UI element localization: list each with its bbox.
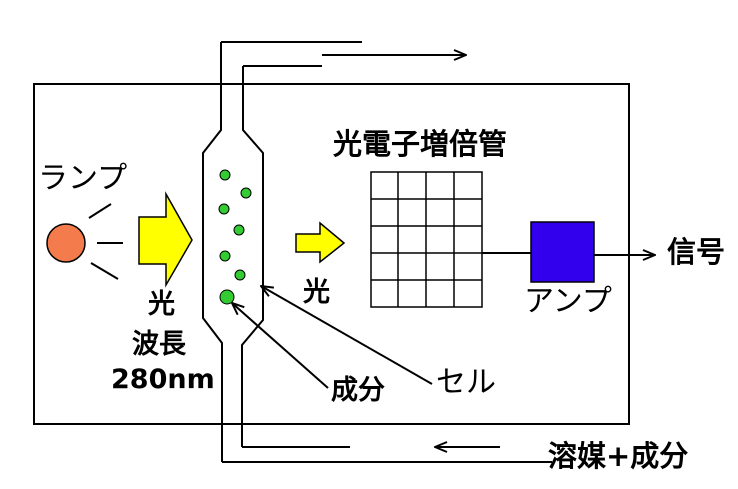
light-label-left: 光 xyxy=(148,289,175,320)
amplifier-label: アンプ xyxy=(524,284,612,319)
component-label: 成分 xyxy=(331,375,385,406)
component-particle-large xyxy=(219,289,235,305)
lamp-label: ランプ xyxy=(38,161,128,196)
photomultiplier-grid xyxy=(370,171,483,308)
cell-label: セル xyxy=(436,365,496,400)
component-particle xyxy=(218,203,230,215)
light-beam-arrow-small xyxy=(295,221,346,264)
lamp-ray-upper xyxy=(88,203,112,219)
component-particle xyxy=(234,269,246,281)
component-particle xyxy=(219,169,231,181)
solvent-component-label: 溶媒+成分 xyxy=(548,439,689,473)
cell-pointer-arrow xyxy=(261,286,433,385)
component-particle xyxy=(233,224,245,236)
flow-cell xyxy=(202,42,264,462)
wavelength-value: 280nm xyxy=(111,364,215,395)
light-label-mid: 光 xyxy=(303,277,330,308)
wavelength-label: 波長 xyxy=(132,329,186,360)
component-particle xyxy=(240,187,252,199)
light-beam-arrow-large xyxy=(138,191,193,288)
photomultiplier-label: 光電子増倍管 xyxy=(333,127,508,161)
lamp-bulb xyxy=(46,223,86,263)
component-particle xyxy=(219,250,231,262)
signal-label: 信号 xyxy=(667,235,726,269)
component-pointer-arrow xyxy=(232,303,329,389)
lamp-ray-lower xyxy=(90,262,119,280)
amplifier xyxy=(530,221,595,283)
